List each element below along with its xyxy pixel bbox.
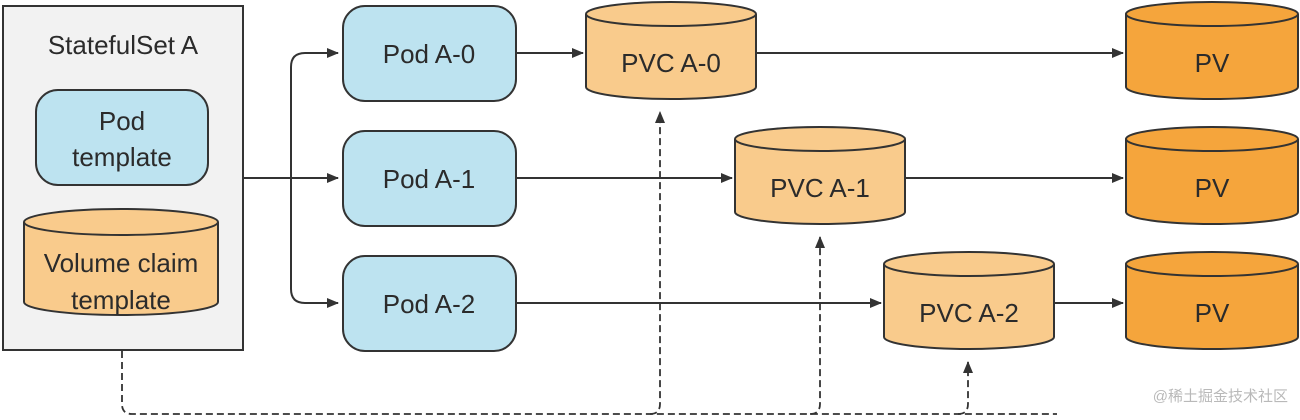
- statefulset-title: StatefulSet A: [48, 30, 199, 60]
- dashed-arrow-to-pvc-a1: [809, 236, 825, 415]
- pv-label: PV: [1195, 298, 1230, 328]
- pod-template: Pod template: [35, 89, 209, 186]
- arrow-to-pod-a0: [290, 48, 339, 178]
- pod-to-pvc-arrows: [517, 48, 882, 308]
- pvc-label: PVC A-0: [621, 48, 721, 78]
- dashed-bus-line: [121, 351, 1057, 415]
- pod-a0: Pod A-0: [342, 5, 517, 102]
- arrow-to-pod-a2: [290, 178, 339, 308]
- pvc-label: PVC A-1: [770, 173, 870, 203]
- pvc-to-pv-arrows: [756, 48, 1124, 308]
- pod-a2: Pod A-2: [342, 255, 517, 352]
- pod-template-label-2: template: [72, 142, 172, 172]
- pvc-a2: PVC A-2: [883, 251, 1055, 350]
- pv-0: PV: [1125, 1, 1299, 100]
- pvc-a1: PVC A-1: [734, 126, 906, 225]
- statefulset-to-pods-connectors: [243, 48, 339, 308]
- pv-1: PV: [1125, 126, 1299, 225]
- pod-label: Pod A-0: [383, 39, 476, 69]
- pod-template-label-1: Pod: [99, 106, 145, 136]
- volume-claim-template-connectors: [121, 111, 1057, 415]
- pvc-label: PVC A-2: [919, 298, 1019, 328]
- volume-claim-template: Volume claim template: [23, 208, 219, 316]
- pvc-a0: PVC A-0: [585, 1, 757, 100]
- pod-label: Pod A-2: [383, 289, 476, 319]
- dashed-arrow-to-pvc-a2: [957, 361, 973, 415]
- pod-label: Pod A-1: [383, 164, 476, 194]
- vct-label-1: Volume claim: [44, 248, 199, 278]
- dashed-arrow-to-pvc-a0: [649, 111, 665, 415]
- pv-label: PV: [1195, 48, 1230, 78]
- vct-label-2: template: [71, 285, 171, 315]
- pv-label: PV: [1195, 173, 1230, 203]
- pod-a1: Pod A-1: [342, 130, 517, 227]
- pv-2: PV: [1125, 251, 1299, 350]
- watermark: @稀土掘金技术社区: [1153, 388, 1288, 405]
